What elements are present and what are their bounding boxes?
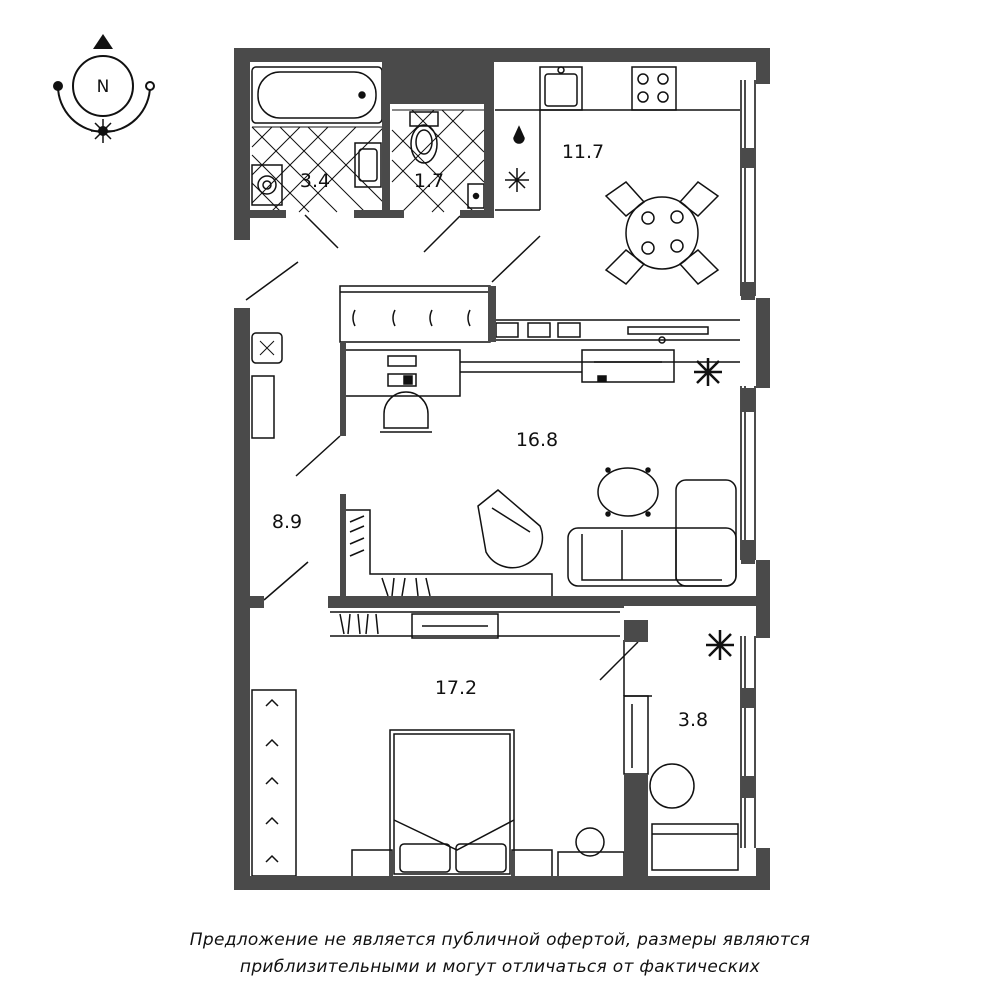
living-room-door (295, 435, 341, 477)
room-area-labels: 3.4 1.7 11.7 16.8 8.9 17.2 3.8 (272, 141, 708, 731)
water-drop-icon (513, 125, 525, 144)
snowflake-icon (505, 168, 529, 192)
bedroom-tv-unit (411, 613, 499, 639)
coffee-table-icon (597, 467, 659, 517)
balcony-armchair-icon (651, 823, 739, 871)
bedroom-wardrobe (251, 689, 297, 877)
balcony-area-label: 3.8 (678, 709, 708, 731)
disclaimer-line-2: приблизительными и могут отличаться от ф… (239, 957, 761, 977)
north-arrow-icon (93, 34, 113, 49)
balcony-door (599, 641, 639, 681)
hallway-area-label: 8.9 (272, 511, 302, 533)
hallway-bench (251, 375, 275, 439)
living-room-area-label: 16.8 (516, 429, 558, 451)
office-chair-icon (383, 391, 429, 429)
plant-icon (694, 358, 722, 386)
walls (234, 48, 770, 890)
windows (740, 80, 756, 848)
balcony-table-icon (649, 763, 695, 809)
bathroom-sink-icon (354, 142, 382, 188)
sun-icon (91, 119, 115, 143)
kitchen-door (491, 235, 541, 283)
toilet-tiles (391, 109, 485, 213)
radiator (627, 326, 709, 335)
disclaimer-line-1: Предложение не является публичной оферто… (189, 930, 811, 950)
toilet-door (423, 215, 461, 253)
bedside-table-left (351, 849, 393, 881)
kitchen-counter (495, 109, 740, 211)
stove-icon (631, 66, 677, 111)
hallway-wardrobe (339, 285, 491, 343)
sofa-icon (567, 479, 737, 587)
bedroom-area-label: 17.2 (435, 677, 477, 699)
compass-north-label: N (97, 77, 110, 97)
toilet-area-label: 1.7 (414, 170, 444, 192)
bathroom-area-label: 3.4 (300, 170, 330, 192)
armchair-icon (477, 489, 544, 569)
washing-machine-icon (251, 164, 283, 206)
dining-table-icon (604, 181, 720, 285)
compass-circle (72, 55, 134, 117)
entrance-door (245, 261, 299, 301)
electrical-panel-icon (251, 332, 283, 364)
bathroom-tiles (251, 126, 385, 213)
balcony-plant-icon (706, 630, 734, 660)
doors (245, 214, 639, 681)
hallway-to-bedroom-door (263, 561, 309, 601)
double-bed-icon (389, 729, 515, 879)
toilet-icon (409, 111, 439, 164)
tv-unit (581, 349, 675, 383)
bedside-table-right (511, 849, 553, 881)
balcony-shelf (623, 695, 649, 775)
compass: N (53, 34, 155, 143)
desk (344, 349, 461, 397)
kitchen-area-label: 11.7 (562, 141, 604, 163)
bathroom-door (304, 214, 339, 249)
